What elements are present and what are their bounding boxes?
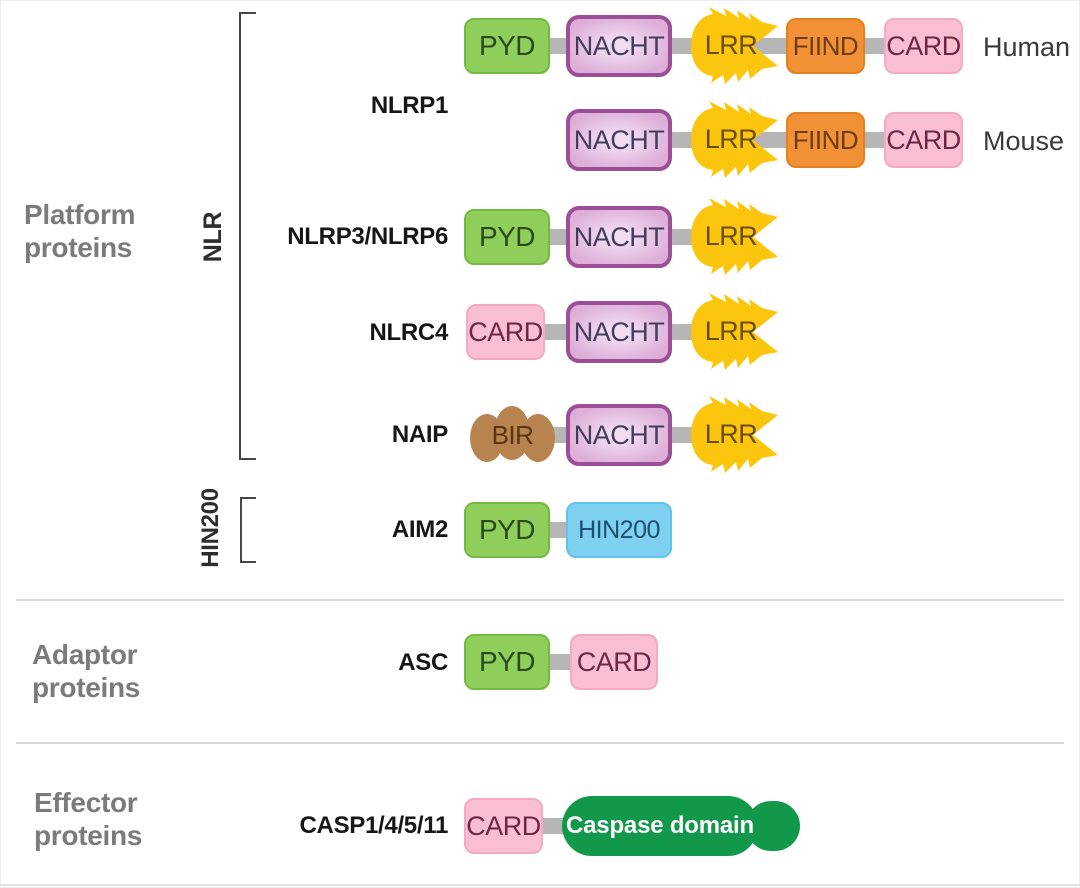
row-label-asc: ASC [398, 649, 448, 676]
divider-adaptor-effector [16, 742, 1064, 744]
hin200-bracket [240, 497, 256, 563]
group-label-hin200: HIN200 [197, 488, 224, 568]
domain-lrr: LRR [681, 100, 781, 179]
domain-pyd: PYD [464, 18, 550, 74]
domain-bir: BIR [466, 405, 559, 465]
lrr-shape-icon [691, 293, 778, 370]
divider-platform-adaptor [16, 599, 1064, 601]
lrr-shape-icon [691, 198, 778, 275]
domain-pyd: PYD [464, 502, 550, 558]
domain-lrr: LRR [681, 292, 781, 371]
domain-nacht: NACHT [566, 206, 672, 268]
domain-lrr-label: LRR [704, 221, 758, 251]
domain-nacht: NACHT [566, 301, 672, 363]
caspase-shape-icon [562, 796, 800, 856]
domain-fiind: FIIND [786, 18, 865, 74]
row-label-aim2: AIM2 [391, 516, 448, 543]
group-label-nlr: NLR [198, 211, 227, 263]
bir-shape-icon [470, 406, 555, 462]
domain-lrr-label: LRR [704, 124, 758, 154]
section-label-platform: Platform proteins [24, 199, 136, 264]
lrr-shape-icon [691, 396, 778, 473]
domain-card: CARD [464, 798, 543, 854]
lrr-shape-icon [691, 7, 778, 84]
domain-lrr: LRR [681, 6, 781, 85]
domain-card: CARD [884, 18, 963, 74]
row-label-nlrp1: NLRP1 [370, 92, 448, 119]
domain-nacht: NACHT [566, 404, 672, 466]
domain-lrr-label: LRR [704, 419, 758, 449]
row-label-nlrc4: NLRC4 [369, 319, 448, 346]
lrr-shape-icon [691, 101, 778, 178]
row-label-naip: NAIP [391, 421, 448, 448]
section-label-adaptor: Adaptor proteins [32, 639, 141, 704]
domain-lrr: LRR [681, 197, 781, 276]
bottom-border-line [0, 884, 1080, 886]
domain-nacht: NACHT [566, 15, 672, 77]
domain-nacht: NACHT [566, 109, 672, 171]
domain-pyd: PYD [464, 634, 550, 690]
row-label-nlrp3-nlrp6: NLRP3/NLRP6 [287, 223, 448, 250]
domain-lrr-label: LRR [704, 30, 758, 60]
domain-caspase: Caspase domain [562, 794, 800, 858]
domain-card: CARD [466, 304, 545, 360]
domain-lrr-label: LRR [704, 316, 758, 346]
domain-bir-label: BIR [491, 419, 534, 450]
nlr-bracket [239, 12, 256, 460]
domain-fiind: FIIND [786, 112, 865, 168]
row-label-casp: CASP1/4/5/11 [299, 812, 449, 839]
section-label-effector: Effector proteins [34, 787, 143, 852]
variant-label-mouse: Mouse [983, 126, 1065, 156]
domain-card: CARD [884, 112, 963, 168]
domain-lrr: LRR [681, 395, 781, 474]
domain-pyd: PYD [464, 209, 550, 265]
domain-card: CARD [570, 634, 658, 690]
domain-caspase-label: Caspase domain [566, 812, 754, 839]
variant-label-human: Human [983, 32, 1071, 62]
domain-hin200: HIN200 [566, 502, 672, 558]
